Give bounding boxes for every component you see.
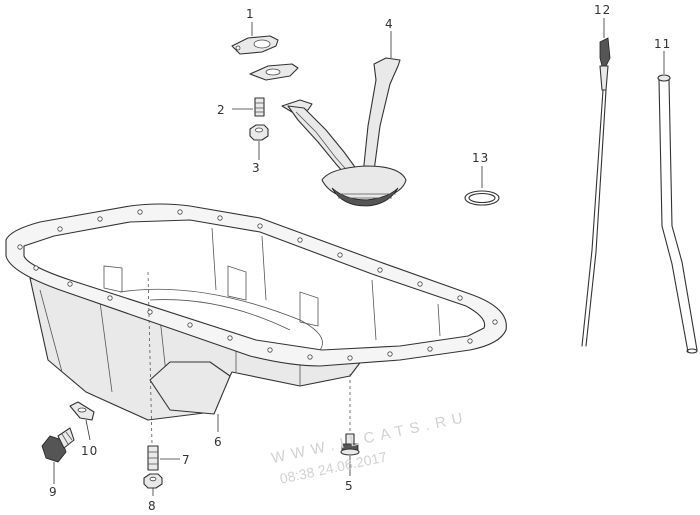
part-o-ring — [464, 190, 500, 206]
assembly-line-stud — [147, 271, 153, 445]
callout-10[interactable]: 10 — [81, 444, 98, 458]
callout-13[interactable]: 13 — [472, 151, 489, 165]
callout-5[interactable]: 5 — [345, 479, 354, 493]
callout-8[interactable]: 8 — [148, 499, 157, 513]
part-nut — [249, 124, 269, 141]
watermark: WWW.ILCATS.RU 08:38 24.06.2017 — [270, 409, 470, 487]
callout-1[interactable]: 1 — [246, 7, 255, 21]
callout-2[interactable]: 2 — [217, 103, 226, 117]
callout-6[interactable]: 6 — [214, 435, 223, 449]
part-oil-pan — [5, 203, 507, 421]
part-oil-strainer — [249, 57, 407, 207]
part-nut-lower — [143, 473, 163, 489]
part-dipstick-tube — [657, 74, 698, 354]
part-drain-plug — [41, 427, 75, 463]
callout-3[interactable]: 3 — [252, 161, 261, 175]
callout-7[interactable]: 7 — [182, 453, 191, 467]
part-bolt — [340, 433, 360, 456]
callout-12[interactable]: 12 — [594, 3, 611, 17]
part-gasket — [231, 35, 279, 55]
part-dipstick — [581, 37, 611, 347]
callout-9[interactable]: 9 — [49, 485, 58, 499]
part-stud — [147, 445, 159, 471]
part-drain-washer — [69, 401, 95, 421]
callout-4[interactable]: 4 — [385, 17, 394, 31]
part-stud-bolt — [254, 97, 265, 117]
callout-11[interactable]: 11 — [654, 37, 671, 51]
